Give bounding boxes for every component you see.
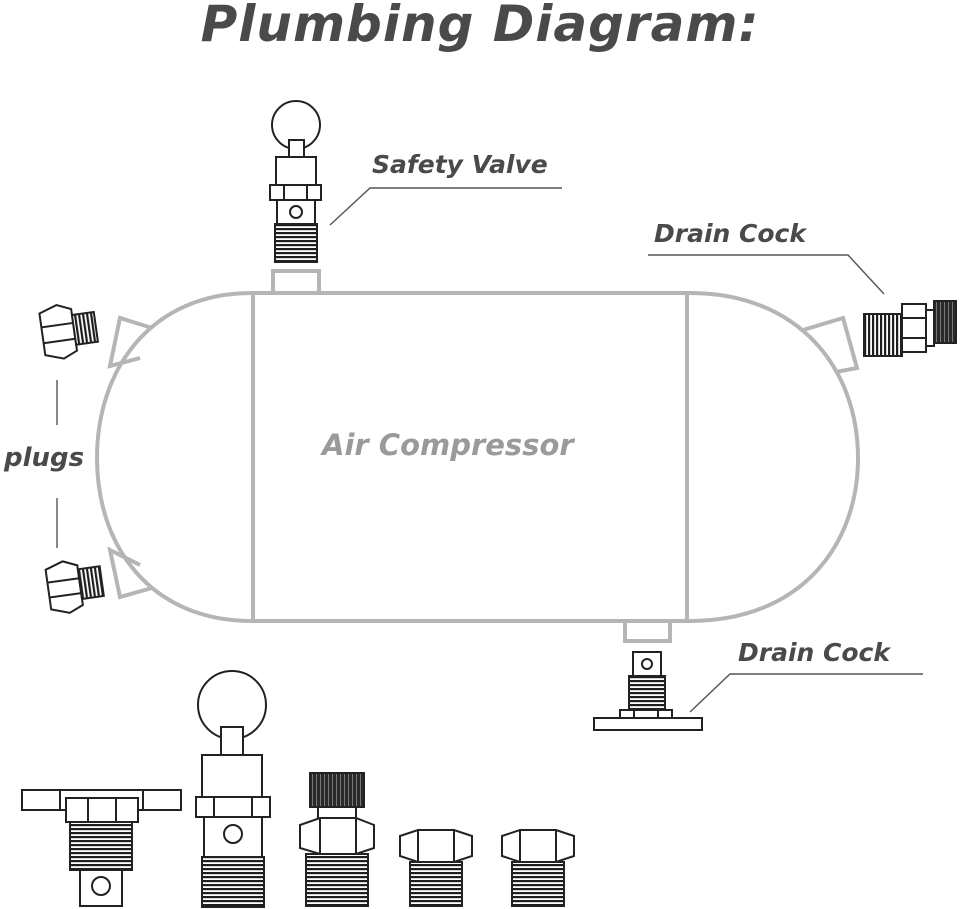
tank-label: Air Compressor xyxy=(322,428,574,462)
bottom-drain-port xyxy=(623,619,672,643)
upper-plug xyxy=(38,304,100,360)
diagram-title: Plumbing Diagram: xyxy=(200,0,760,53)
loose-plug-2 xyxy=(501,829,575,907)
air-compressor-tank xyxy=(94,269,861,643)
lower-plug xyxy=(44,560,105,614)
drain-cock-right xyxy=(863,300,957,357)
right-drain-boss xyxy=(802,315,860,374)
plugs-label: plugs xyxy=(4,443,85,473)
drain-cock-top-leader xyxy=(648,254,885,295)
loose-plug-1 xyxy=(399,829,473,907)
drain-cock-bottom xyxy=(593,651,703,731)
drain-cock-bottom-leader xyxy=(689,673,923,713)
drain-cock-top-label: Drain Cock xyxy=(654,219,806,248)
leader-lines xyxy=(56,187,923,713)
safety-valve-leader xyxy=(329,187,562,226)
loose-safety-valve xyxy=(195,670,271,908)
loose-drain-cock xyxy=(21,789,182,907)
upper-plug-boss xyxy=(107,315,153,369)
drain-cock-bottom-label: Drain Cock xyxy=(738,638,890,667)
safety-valve-label: Safety Valve xyxy=(372,150,548,179)
safety-valve xyxy=(269,100,322,263)
safety-valve-port xyxy=(271,269,321,295)
lower-plug-boss xyxy=(107,546,153,600)
loose-drain-valve xyxy=(299,772,375,907)
